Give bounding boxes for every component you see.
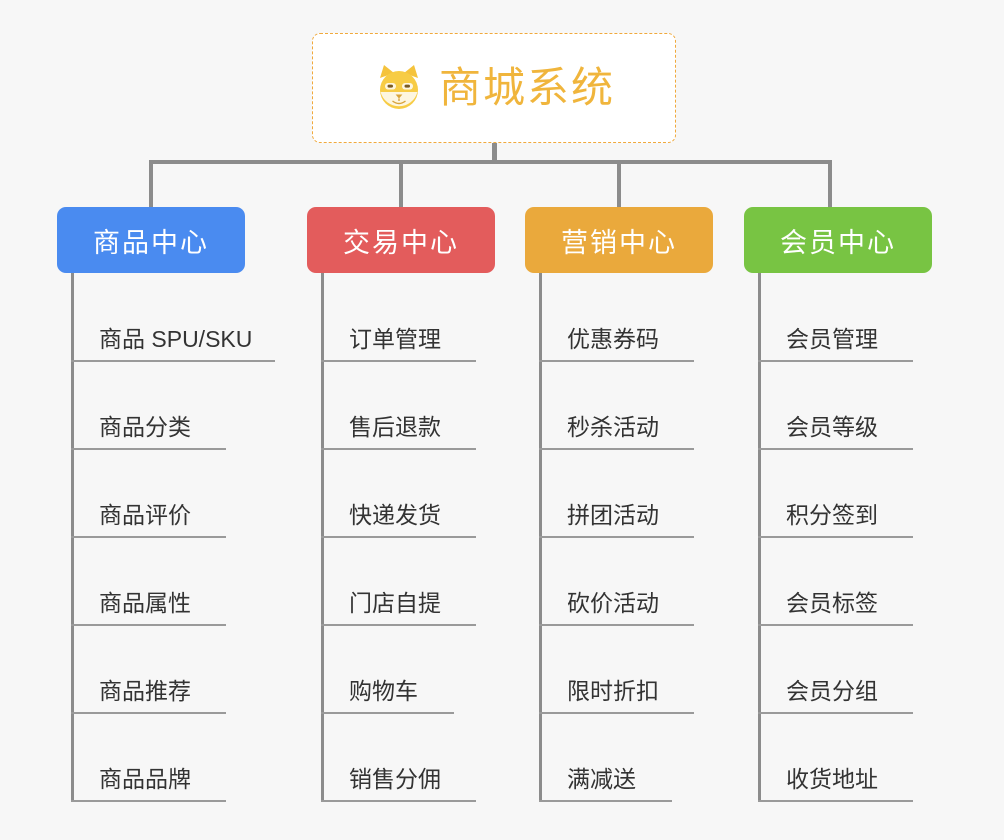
leaf-label: 售后退款 [349, 414, 441, 440]
leaf-item[interactable]: 优惠券码 [539, 273, 694, 362]
connector-horizontal-bus [149, 160, 832, 164]
leaf-item[interactable]: 售后退款 [321, 361, 476, 450]
leaf-label: 购物车 [349, 678, 418, 704]
connector-drop-3 [617, 160, 621, 207]
leaf-label: 会员分组 [786, 678, 878, 704]
leaf-label: 商品品牌 [99, 766, 191, 792]
leaf-item[interactable]: 订单管理 [321, 273, 476, 362]
leaf-item[interactable]: 商品评价 [71, 449, 226, 538]
leaf-item[interactable]: 会员标签 [758, 537, 913, 626]
leaf-label: 商品推荐 [99, 678, 191, 704]
connector-root-stem [492, 143, 497, 163]
leaf-label: 拼团活动 [567, 502, 659, 528]
leaf-label: 收货地址 [786, 766, 878, 792]
leaf-item[interactable]: 砍价活动 [539, 537, 694, 626]
leaf-item[interactable]: 门店自提 [321, 537, 476, 626]
leaf-label: 积分签到 [786, 502, 878, 528]
root-node-shopping-mall-system[interactable]: 商城系统 [312, 33, 676, 143]
leaf-item[interactable]: 商品分类 [71, 361, 226, 450]
leaf-item[interactable]: 收货地址 [758, 713, 913, 802]
leaf-label: 商品属性 [99, 590, 191, 616]
leaf-item[interactable]: 积分签到 [758, 449, 913, 538]
leaf-label: 砍价活动 [567, 590, 659, 616]
category-label-3: 营销中心 [561, 227, 677, 258]
category-box-2[interactable]: 交易中心 [307, 207, 495, 273]
leaf-label: 快递发货 [349, 502, 441, 528]
leaf-label: 会员管理 [786, 326, 878, 352]
shiba-dog-icon [373, 62, 425, 114]
category-label-1: 商品中心 [93, 227, 209, 258]
leaf-item[interactable]: 销售分佣 [321, 713, 476, 802]
leaf-label: 门店自提 [349, 590, 441, 616]
leaf-item[interactable]: 会员分组 [758, 625, 913, 714]
leaf-item[interactable]: 商品 SPU/SKU [71, 273, 275, 362]
leaf-label: 会员标签 [786, 590, 878, 616]
connector-drop-1 [149, 160, 153, 207]
leaf-label: 订单管理 [349, 326, 441, 352]
leaf-label: 会员等级 [786, 414, 878, 440]
leaf-label: 优惠券码 [567, 326, 659, 352]
leaf-label: 商品 SPU/SKU [99, 326, 253, 352]
leaf-label: 商品分类 [99, 414, 191, 440]
leaf-label: 秒杀活动 [567, 414, 659, 440]
category-box-1[interactable]: 商品中心 [57, 207, 245, 273]
category-box-4[interactable]: 会员中心 [744, 207, 932, 273]
root-node-label: 商城系统 [438, 64, 615, 111]
leaf-item[interactable]: 快递发货 [321, 449, 476, 538]
connector-drop-2 [399, 160, 403, 207]
leaf-item[interactable]: 会员等级 [758, 361, 913, 450]
connector-drop-4 [828, 160, 832, 207]
leaf-item[interactable]: 拼团活动 [539, 449, 694, 538]
leaf-item[interactable]: 满减送 [539, 713, 672, 802]
leaf-item[interactable]: 秒杀活动 [539, 361, 694, 450]
leaf-item[interactable]: 商品推荐 [71, 625, 226, 714]
leaf-item[interactable]: 商品属性 [71, 537, 226, 626]
leaf-label: 销售分佣 [349, 766, 441, 792]
leaf-label: 商品评价 [99, 502, 191, 528]
leaf-item[interactable]: 会员管理 [758, 273, 913, 362]
leaf-item[interactable]: 购物车 [321, 625, 454, 714]
leaf-item[interactable]: 商品品牌 [71, 713, 226, 802]
category-label-2: 交易中心 [343, 227, 459, 258]
category-label-4: 会员中心 [780, 227, 896, 258]
leaf-item[interactable]: 限时折扣 [539, 625, 694, 714]
leaf-label: 满减送 [567, 766, 636, 792]
category-box-3[interactable]: 营销中心 [525, 207, 713, 273]
leaf-label: 限时折扣 [567, 678, 659, 704]
